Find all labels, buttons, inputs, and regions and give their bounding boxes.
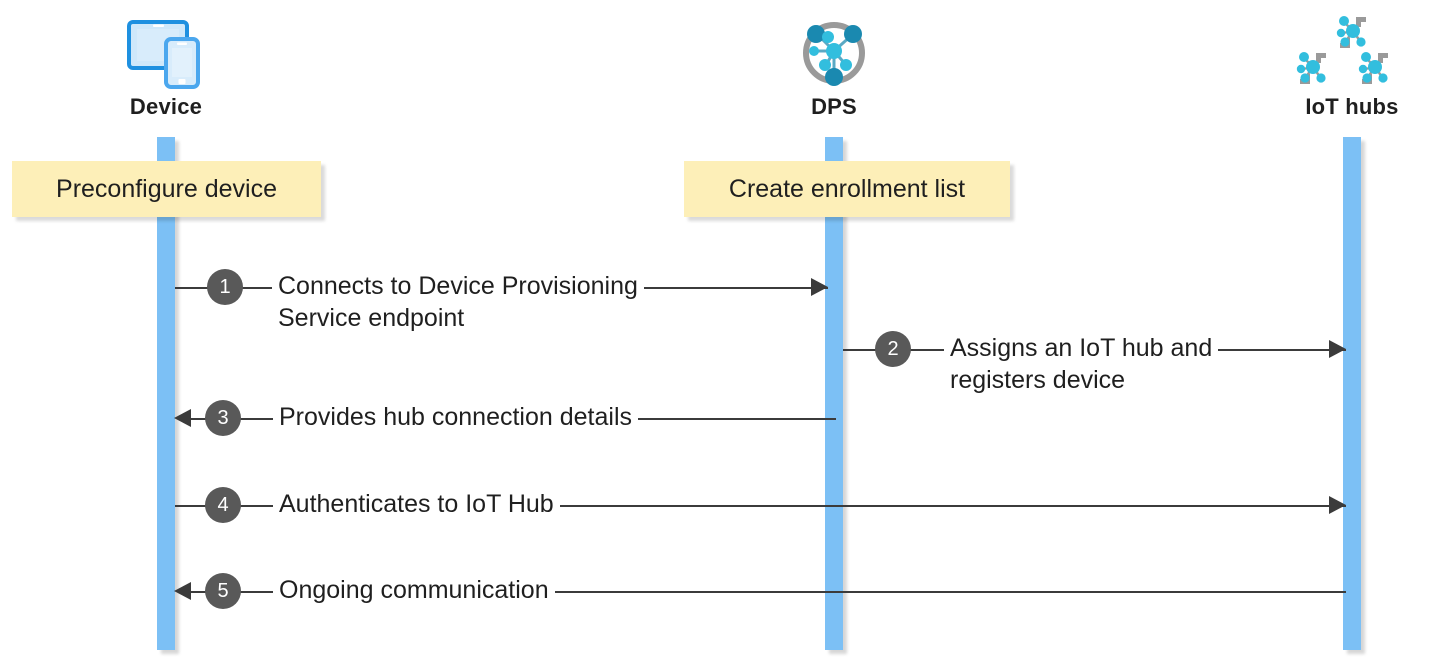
message-4-line [175,505,1346,507]
message-5-text: Ongoing communication [273,574,555,606]
actor-device: Device [66,14,266,120]
message-4-badge: 4 [205,487,241,523]
iot-hubs-icon [1252,14,1437,92]
actor-iot-hubs: IoT hubs [1252,14,1437,120]
lifeline-device [157,137,175,650]
note-preconfigure-device: Preconfigure device [12,161,321,217]
message-1-badge: 1 [207,269,243,305]
note-create-enrollment-list-label: Create enrollment list [728,174,966,203]
lifeline-dps [825,137,843,650]
message-4-text: Authenticates to IoT Hub [273,488,560,520]
message-2-arrowhead [1329,340,1346,358]
device-tablet-phone-icon [66,14,266,92]
message-3-text: Provides hub connection details [273,401,639,433]
message-2-text: Assigns an IoT hub and registers device [944,332,1219,396]
message-3-arrowhead [174,409,191,427]
lifeline-iot-hubs [1343,137,1361,650]
note-preconfigure-device-label: Preconfigure device [56,174,277,203]
message-5-arrowhead [174,582,191,600]
actor-label-dps: DPS [811,94,857,119]
message-1-text: Connects to Device Provisioning Service … [272,270,644,334]
message-2-badge: 2 [875,331,911,367]
message-4-arrowhead [1329,496,1346,514]
dps-hub-ring-icon [734,14,934,92]
actor-label-iot-hubs: IoT hubs [1305,94,1399,119]
actor-dps: DPS [734,14,934,120]
message-5-badge: 5 [205,573,241,609]
note-create-enrollment-list: Create enrollment list [684,161,1010,217]
actor-label-device: Device [129,94,203,119]
message-1-arrowhead [811,278,828,296]
message-5-line [190,591,1346,593]
message-3-badge: 3 [205,400,241,436]
